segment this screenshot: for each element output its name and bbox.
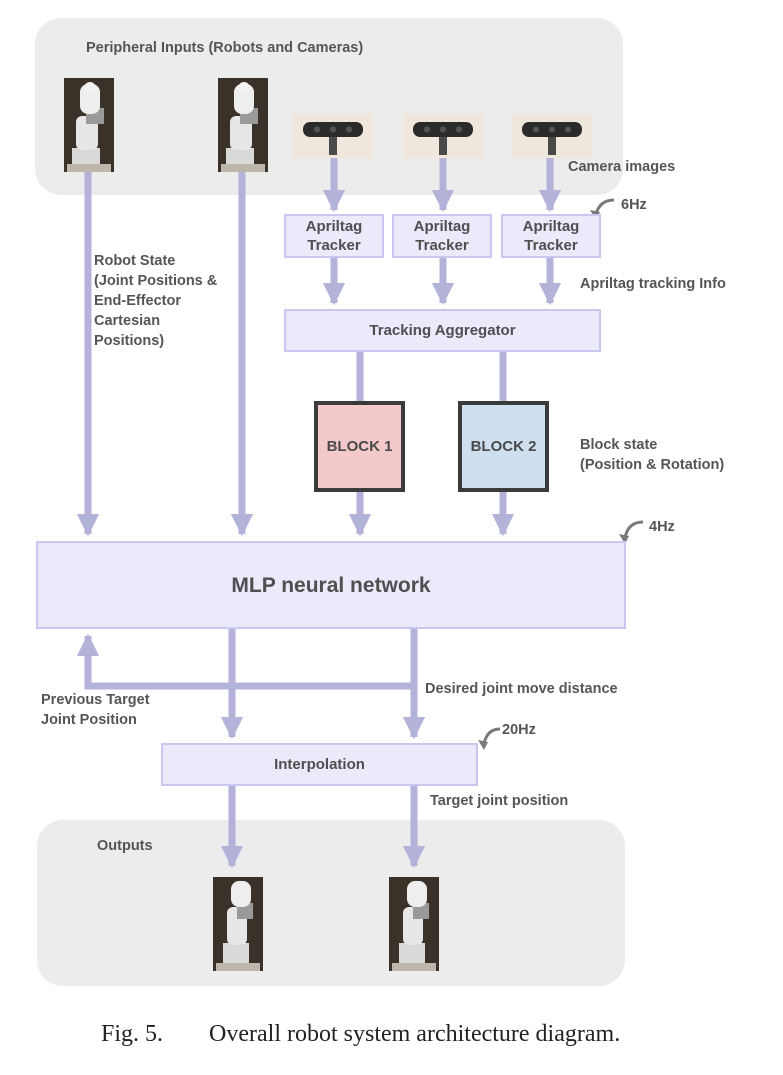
rate-6hz-label: 6Hz bbox=[621, 197, 647, 213]
figure-caption: Fig. 5. Overall robot system architecture… bbox=[101, 1021, 620, 1048]
camera-image-2 bbox=[403, 114, 483, 158]
block-state-label: Block state (Position & Rotation) bbox=[580, 437, 725, 473]
peripheral-inputs-title: Peripheral Inputs (Robots and Cameras) bbox=[86, 40, 364, 56]
robot-image-output-2 bbox=[389, 877, 439, 971]
block-1: BLOCK 1 bbox=[314, 401, 405, 492]
apriltag-tracker-2: Apriltag Tracker bbox=[392, 214, 492, 258]
apriltag-tracker-1: Apriltag Tracker bbox=[284, 214, 384, 258]
robot-state-label: Robot State (Joint Positions & End-Effec… bbox=[94, 253, 218, 349]
apriltag-tracking-info-label: Apriltag tracking Info bbox=[580, 276, 726, 292]
arrow-feedback-previous-target bbox=[76, 633, 414, 690]
camera-image-1 bbox=[293, 114, 373, 158]
camera-image-3 bbox=[512, 114, 592, 158]
interpolation: Interpolation bbox=[161, 743, 478, 786]
peripheral-inputs-panel bbox=[35, 18, 623, 195]
robot-image-output-1 bbox=[213, 877, 263, 971]
mlp-neural-network: MLP neural network bbox=[36, 541, 626, 629]
outputs-title: Outputs bbox=[97, 838, 153, 854]
target-joint-position-label: Target joint position bbox=[430, 793, 569, 809]
apriltag-tracker-3: Apriltag Tracker bbox=[501, 214, 601, 258]
figure-label: Fig. 5. bbox=[101, 1021, 164, 1047]
outputs-panel bbox=[37, 820, 625, 986]
figure-caption-text: Overall robot system architecture diagra… bbox=[209, 1021, 621, 1047]
rotation-icon-4hz bbox=[623, 520, 644, 539]
robot-image-input-2 bbox=[218, 78, 268, 172]
robot-image-input-1 bbox=[64, 78, 114, 172]
rate-20hz-label: 20Hz bbox=[502, 722, 536, 738]
tracking-aggregator: Tracking Aggregator bbox=[284, 309, 601, 352]
block-2: BLOCK 2 bbox=[458, 401, 549, 492]
previous-target-label: Previous Target Joint Position bbox=[41, 692, 150, 728]
camera-images-label: Camera images bbox=[568, 159, 676, 175]
desired-joint-move-label: Desired joint move distance bbox=[425, 681, 618, 697]
rate-4hz-label: 4Hz bbox=[649, 519, 675, 535]
